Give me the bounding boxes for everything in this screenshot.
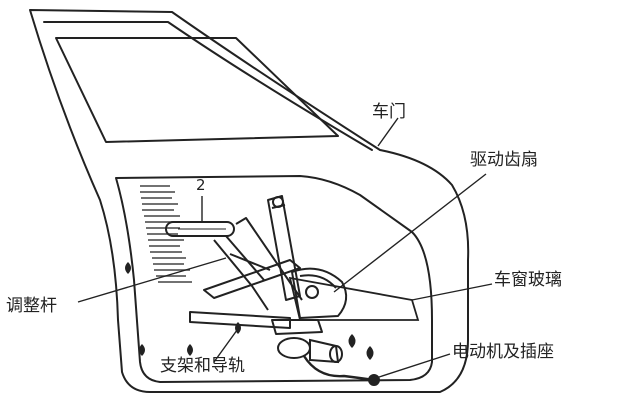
door-outline [29, 9, 470, 393]
part-number-label: 2 [196, 176, 206, 194]
motor [277, 337, 380, 386]
window-frame [43, 21, 373, 151]
bracket-rail-label: 支架和导轨 [160, 356, 245, 376]
door-label: 车门 [372, 102, 406, 122]
handle [165, 221, 235, 237]
window-opening [55, 37, 339, 143]
glass-panel [288, 276, 420, 321]
leader-lines [77, 117, 493, 379]
lift-mechanism [189, 195, 348, 335]
motor-socket-label: 电动机及插座 [452, 342, 554, 362]
drive-sector-label: 驱动齿扇 [470, 150, 538, 170]
panel-hatching [140, 185, 192, 283]
inner-panel [115, 175, 433, 383]
window-glass-label: 车窗玻璃 [494, 270, 562, 290]
adjust-rod-label: 调整杆 [6, 296, 57, 316]
